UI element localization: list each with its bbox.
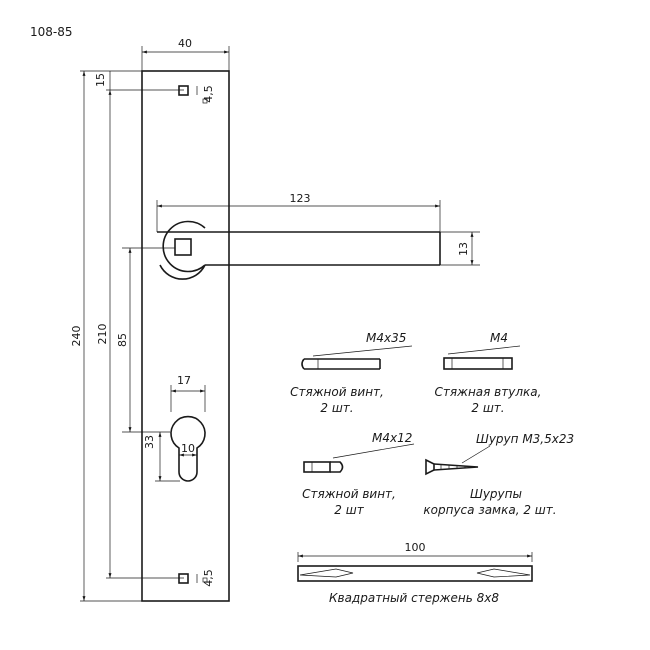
spindle-square-hole	[174, 238, 192, 256]
bottom-hole-marker	[202, 577, 208, 583]
dim-cylinder-width: 17	[177, 374, 191, 387]
dim-bottom-hole-size: 4,5	[202, 569, 215, 587]
dim-handle-to-cylinder: 85	[116, 333, 129, 347]
dim-handle-length: 123	[290, 192, 311, 205]
top-mounting-hole	[178, 85, 189, 96]
wood-screw-drawing	[425, 445, 491, 476]
cylinder-cutout	[170, 415, 206, 482]
dim-top-hole-size: 4,5	[202, 85, 215, 103]
dim-cylinder-height: 33	[143, 435, 156, 449]
short-screw-size: М4х12	[372, 431, 412, 445]
long-screw-size: М4х35	[366, 331, 406, 345]
long-screw-caption-1: Стяжной винт,	[290, 385, 384, 399]
dim-cylinder-slot: 10	[181, 442, 195, 455]
escutcheon-plate	[141, 70, 230, 602]
short-screw-drawing	[303, 443, 415, 473]
square-rod-drawing	[297, 552, 533, 582]
rod-caption: Квадратный стержень 8х8	[329, 591, 499, 605]
dim-plate-width: 40	[178, 37, 192, 50]
wood-screw-size: Шуруп М3,5х23	[476, 432, 574, 446]
wood-screw-caption-1: Шурупы	[470, 487, 522, 501]
bottom-mounting-hole	[178, 573, 189, 584]
sleeve-caption-2: 2 шт.	[471, 401, 504, 415]
sleeve-caption-1: Стяжная втулка,	[435, 385, 542, 399]
wood-screw-caption-2: корпуса замка, 2 шт.	[423, 503, 556, 517]
dim-rod-length: 100	[405, 541, 426, 554]
sleeve-drawing	[443, 345, 521, 370]
dim-top-offset: 15	[94, 73, 107, 87]
drawing-title: 108-85	[30, 25, 73, 39]
long-screw-drawing	[301, 345, 413, 370]
lever-handle	[157, 220, 441, 280]
dim-overall-height: 240	[70, 326, 83, 347]
short-screw-caption-1: Стяжной винт,	[302, 487, 396, 501]
short-screw-caption-2: 2 шт	[334, 503, 364, 517]
top-hole-marker	[202, 98, 208, 104]
sleeve-size: М4	[490, 331, 508, 345]
dim-hole-spacing: 210	[96, 324, 109, 345]
long-screw-caption-2: 2 шт.	[320, 401, 353, 415]
dim-handle-height: 13	[457, 242, 470, 256]
